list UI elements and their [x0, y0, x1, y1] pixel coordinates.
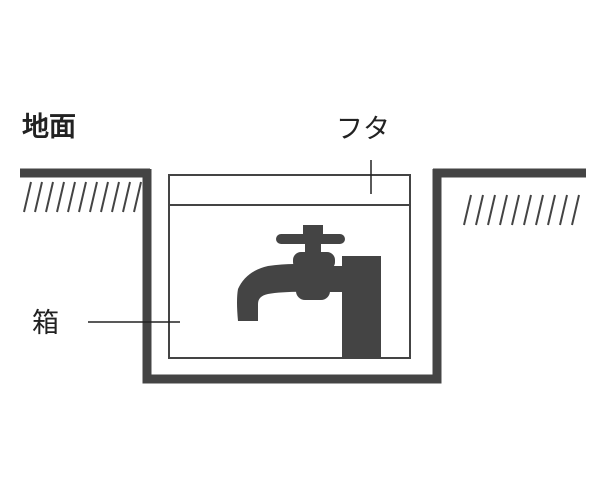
- box-label: 箱: [32, 308, 59, 339]
- ground-hatching-left: [23, 181, 142, 213]
- faucet-icon: [237, 225, 345, 321]
- lid-label: フタ: [336, 114, 390, 145]
- water-pipe: [342, 256, 381, 358]
- ground-label: 地面: [22, 112, 76, 143]
- lid: [168, 174, 411, 206]
- ground-hatching-right: [463, 194, 580, 226]
- ground-pit-outline: [142, 169, 442, 384]
